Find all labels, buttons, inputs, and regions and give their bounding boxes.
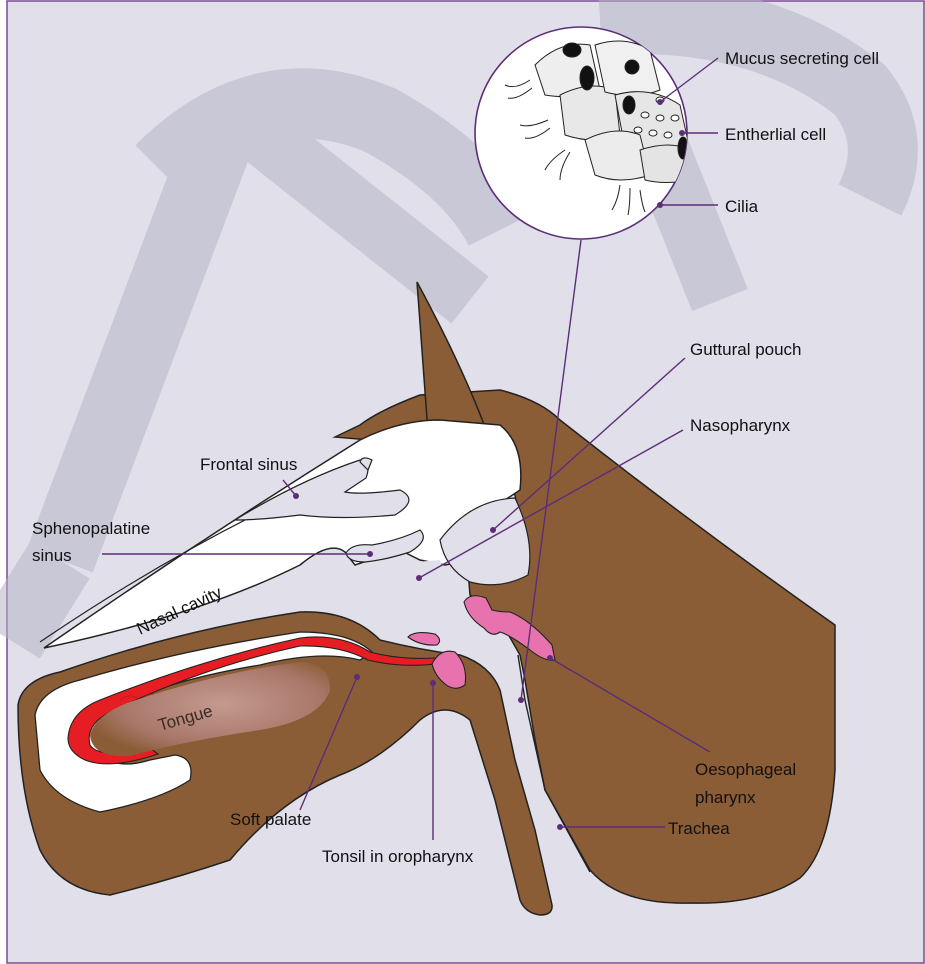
- label-tonsil: Tonsil in oropharynx: [322, 847, 474, 866]
- label-epithelial-cell: Entherlial cell: [725, 125, 826, 144]
- label-cilia: Cilia: [725, 197, 759, 216]
- label-trachea: Trachea: [668, 819, 730, 838]
- label-guttural-pouch: Guttural pouch: [690, 340, 802, 359]
- label-soft-palate: Soft palate: [230, 810, 311, 829]
- label-oesophageal-1: Oesophageal: [695, 760, 796, 779]
- ciliated-epithelium-magnifier-icon: [475, 27, 690, 239]
- label-frontal-sinus: Frontal sinus: [200, 455, 297, 474]
- label-oesophageal-2: pharynx: [695, 788, 756, 807]
- label-sphenopalatine-1: Sphenopalatine: [32, 519, 150, 538]
- label-sphenopalatine-2: sinus: [32, 546, 72, 565]
- label-mucus-cell: Mucus secreting cell: [725, 49, 879, 68]
- label-nasopharynx: Nasopharynx: [690, 416, 791, 435]
